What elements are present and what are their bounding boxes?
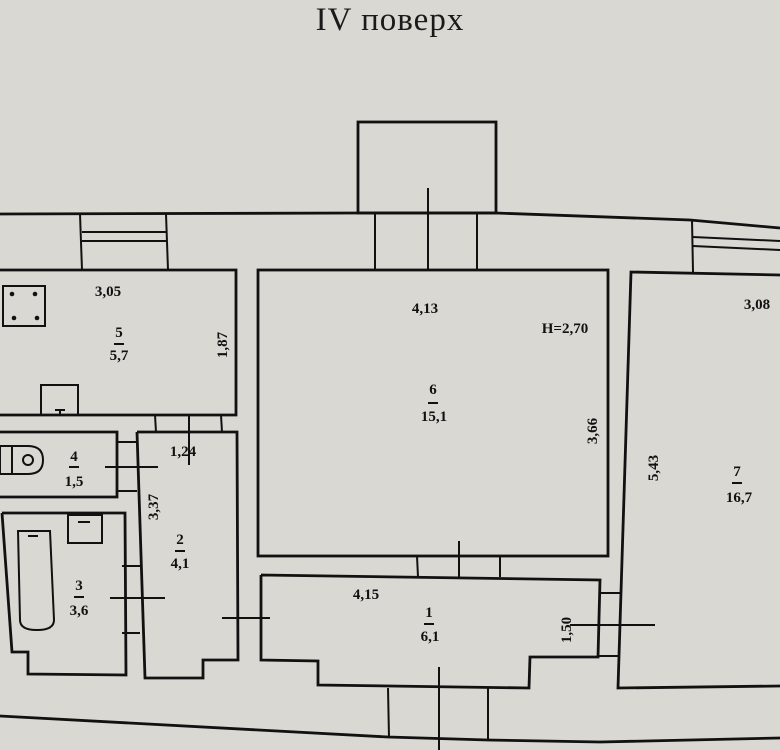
room-7-walls	[616, 270, 780, 690]
room-1-number: 1	[425, 605, 433, 621]
outer-wall-bottom	[0, 714, 780, 744]
room-5-depth: 1,87	[215, 331, 231, 358]
room-6-walls	[256, 268, 610, 558]
room-2-area: 4,1	[171, 556, 190, 572]
room-4-area: 1,5	[65, 474, 84, 490]
room-1-depth: 1,50	[559, 617, 575, 643]
room-5-width: 3,05	[95, 284, 121, 300]
room-4-number: 4	[70, 449, 78, 465]
room-5-walls	[0, 268, 238, 417]
room-5-area: 5,7	[110, 348, 129, 364]
room-4-walls	[0, 430, 119, 499]
room-1-width: 4,15	[353, 587, 379, 603]
stove-burner	[32, 291, 38, 297]
bathroom-sink-icon	[67, 514, 103, 544]
room-6-depth: 3,66	[585, 417, 601, 444]
window-room-7	[691, 219, 780, 273]
room-5-number: 5	[115, 325, 123, 341]
stove-icon	[2, 285, 46, 327]
outer-wall-top	[0, 211, 780, 230]
stove-burner	[34, 315, 40, 321]
room-6-width: 4,13	[412, 301, 438, 317]
room-6-number: 6	[429, 382, 437, 398]
floor-title: IV поверх	[315, 2, 465, 38]
room-2-number: 2	[176, 532, 184, 548]
room-7-length: 5,43	[646, 455, 662, 481]
room-3-area: 3,6	[70, 603, 89, 619]
room-3-number: 3	[75, 578, 83, 594]
room-1-walls	[259, 573, 602, 690]
window-kitchen	[79, 213, 169, 271]
room-2-length: 3,37	[146, 493, 162, 520]
room-7-number: 7	[733, 464, 741, 480]
room-6-area: 15,1	[421, 409, 447, 425]
stove-burner	[9, 291, 15, 297]
toilet-icon	[0, 445, 45, 475]
bathtub-icon	[16, 530, 56, 632]
room-3-walls	[0, 511, 128, 677]
room-7-area: 16,7	[726, 490, 753, 506]
room-2-width: 1,24	[170, 444, 197, 460]
room-2-walls	[135, 430, 240, 680]
room-1-area: 6,1	[421, 629, 440, 645]
stove-burner	[11, 315, 17, 321]
ceiling-height: H=2,70	[542, 321, 588, 337]
room-7-width: 3,08	[744, 297, 770, 313]
